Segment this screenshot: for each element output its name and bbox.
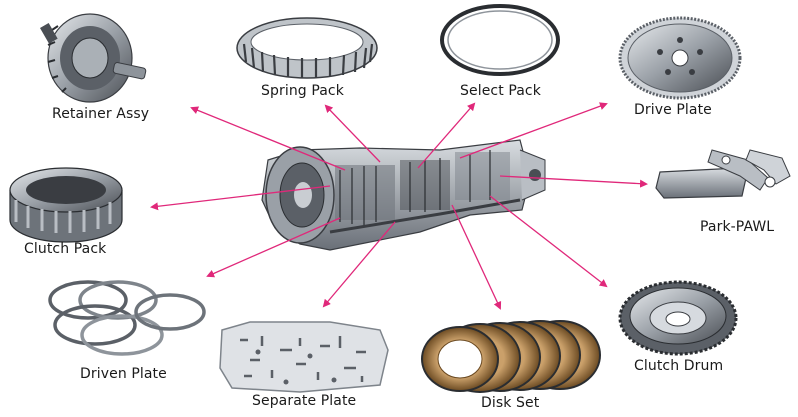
arrow-drum <box>490 196 606 286</box>
label-spring-pack: Spring Pack <box>261 83 344 99</box>
drive-plate-icon <box>620 18 740 98</box>
disk-set-icon <box>422 321 600 392</box>
select-pack-icon <box>442 6 558 74</box>
label-drive-plate: Drive Plate <box>634 102 712 118</box>
clutch-pack-icon <box>10 168 122 242</box>
park-pawl-icon <box>656 150 790 198</box>
label-clutch-drum: Clutch Drum <box>634 358 723 374</box>
arrow-drive <box>460 104 606 158</box>
label-retainer-assy: Retainer Assy <box>52 106 149 122</box>
label-select-pack: Select Pack <box>460 83 541 99</box>
label-clutch-pack: Clutch Pack <box>24 241 106 257</box>
retainer-assembly-icon <box>40 14 146 102</box>
label-driven-plate: Driven Plate <box>80 366 167 382</box>
spring-pack-icon <box>237 18 377 78</box>
label-disk-set: Disk Set <box>481 395 539 411</box>
clutch-drum-icon <box>620 282 736 354</box>
separate-plate-icon <box>220 322 388 392</box>
arrow-disk <box>452 205 500 308</box>
label-park-pawl: Park-PAWL <box>700 219 774 235</box>
label-separate-plate: Separate Plate <box>252 393 356 409</box>
driven-plate-icon <box>50 282 204 354</box>
